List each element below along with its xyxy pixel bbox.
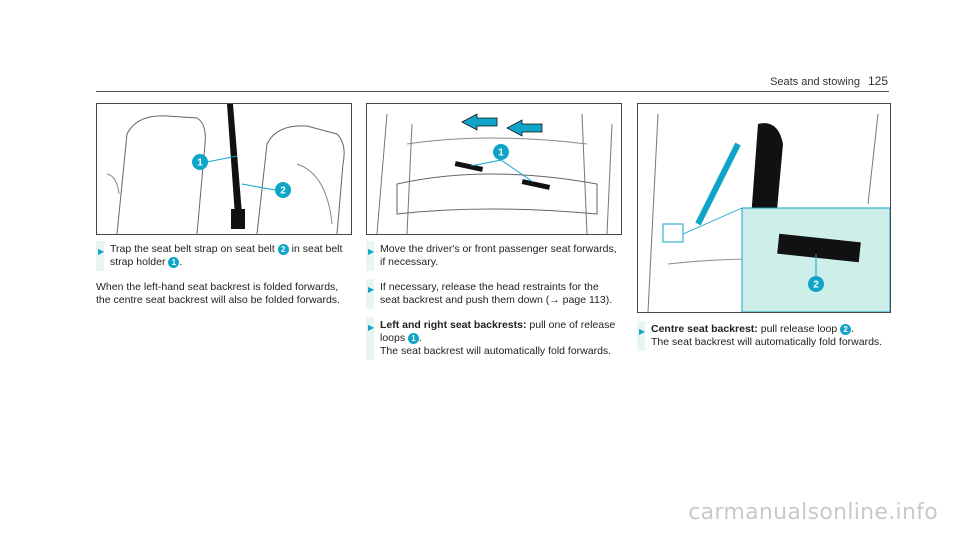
illustration-seat-belt: 1 2	[106, 104, 345, 234]
column-2-instructions: ▶ Move the driver's or front passenger s…	[366, 241, 620, 370]
callout-2-inline: 2	[840, 323, 852, 335]
step-centre-backrest: ▶ Centre seat backrest: pull release loo…	[637, 321, 889, 353]
step-arrow-icon: ▶	[98, 247, 105, 256]
illustration-backrest-loops: 1	[376, 113, 613, 234]
step-left-right-backrests: ▶ Left and right seat backrests: pull on…	[366, 317, 620, 362]
callout-2-inline: 2	[277, 243, 289, 255]
figure-centre-backrest: 2	[637, 103, 891, 313]
callout-2: 2	[813, 280, 819, 291]
callout-1-inline: 1	[168, 256, 180, 268]
figure-rear-backrests: 1	[366, 103, 622, 235]
step-arrow-icon: ▶	[368, 323, 375, 332]
page-number: 125	[867, 74, 888, 88]
step-arrow-icon: ▶	[368, 285, 375, 294]
note-paragraph: When the left-hand seat backrest is fold…	[96, 281, 340, 306]
figure-seat-belt-holder: 1 2	[96, 103, 352, 235]
callout-2: 2	[280, 186, 286, 197]
step-release-head-restraints: ▶ If necessary, release the head restrai…	[366, 279, 620, 311]
page-header: Seats and stowing 125	[770, 74, 888, 88]
column-3-instructions: ▶ Centre seat backrest: pull release loo…	[637, 321, 889, 361]
illustration-centre-loop: 2	[647, 113, 890, 312]
watermark: carmanualsonline.info	[688, 500, 938, 525]
column-1-instructions: ▶ Trap the seat belt strap on seat belt …	[96, 241, 352, 307]
step-arrow-icon: ▶	[368, 247, 375, 256]
callout-1: 1	[498, 148, 504, 159]
step-arrow-icon: ▶	[639, 327, 646, 336]
step-move-seat: ▶ Move the driver's or front passenger s…	[366, 241, 620, 273]
callout-1-inline: 1	[408, 332, 420, 344]
header-rule	[96, 91, 889, 92]
step-trap-belt: ▶ Trap the seat belt strap on seat belt …	[96, 241, 352, 273]
section-title: Seats and stowing	[770, 76, 860, 88]
callout-1: 1	[197, 158, 203, 169]
